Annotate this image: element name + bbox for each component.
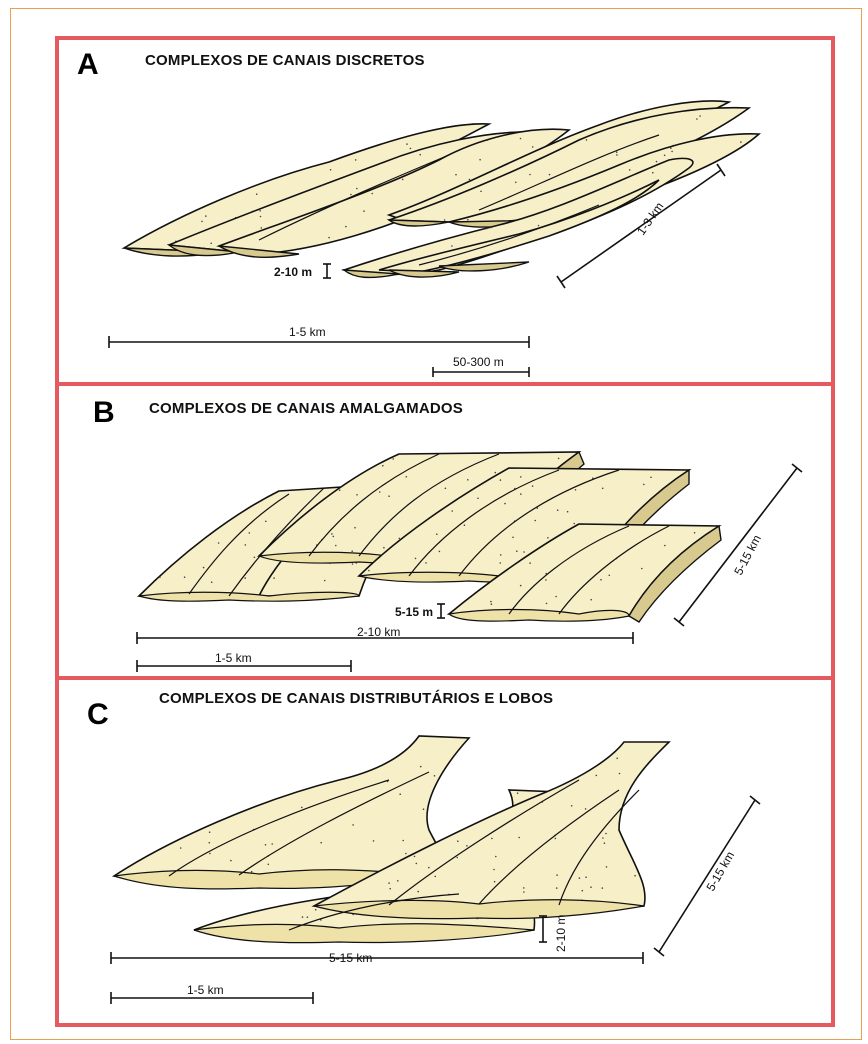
- thickness-label-a: 2-10 m: [274, 265, 312, 279]
- length-label-b: 5-15 km: [731, 533, 764, 578]
- panel-c: C COMPLEXOS DE CANAIS DISTRIBUTÁRIOS E L…: [55, 676, 835, 1027]
- length-label-c: 5-15 km: [703, 849, 737, 894]
- sub-width-label-c: 1-5 km: [187, 983, 224, 997]
- panel-b-diagram: 5-15 m 2-10 km 1-5 km 5-15 km: [59, 386, 831, 676]
- thickness-label-c: 2-10 m: [554, 915, 568, 952]
- distributary-lobe-bodies: [114, 736, 669, 943]
- width-label-b: 2-10 km: [357, 625, 400, 639]
- channel-width-label-a: 50-300 m: [453, 355, 504, 369]
- width-label-c: 5-15 km: [329, 951, 372, 965]
- thickness-label-b: 5-15 m: [395, 605, 433, 619]
- length-label-a: 1-3 km: [634, 200, 667, 238]
- amalgamated-channel-bodies: [139, 452, 721, 622]
- panel-c-diagram: 2-10 m 5-15 km 1-5 km 5-15 km: [59, 680, 831, 1023]
- width-label-a: 1-5 km: [289, 325, 326, 339]
- sub-width-label-b: 1-5 km: [215, 651, 252, 665]
- panel-a: A COMPLEXOS DE CANAIS DISCRETOS: [55, 36, 835, 386]
- panel-b: B COMPLEXOS DE CANAIS AMALGAMADOS: [55, 382, 835, 680]
- panel-a-diagram: 2-10 m 1-5 km 50-300 m 1-3 km: [59, 40, 831, 382]
- discrete-channel-bodies: [124, 101, 759, 277]
